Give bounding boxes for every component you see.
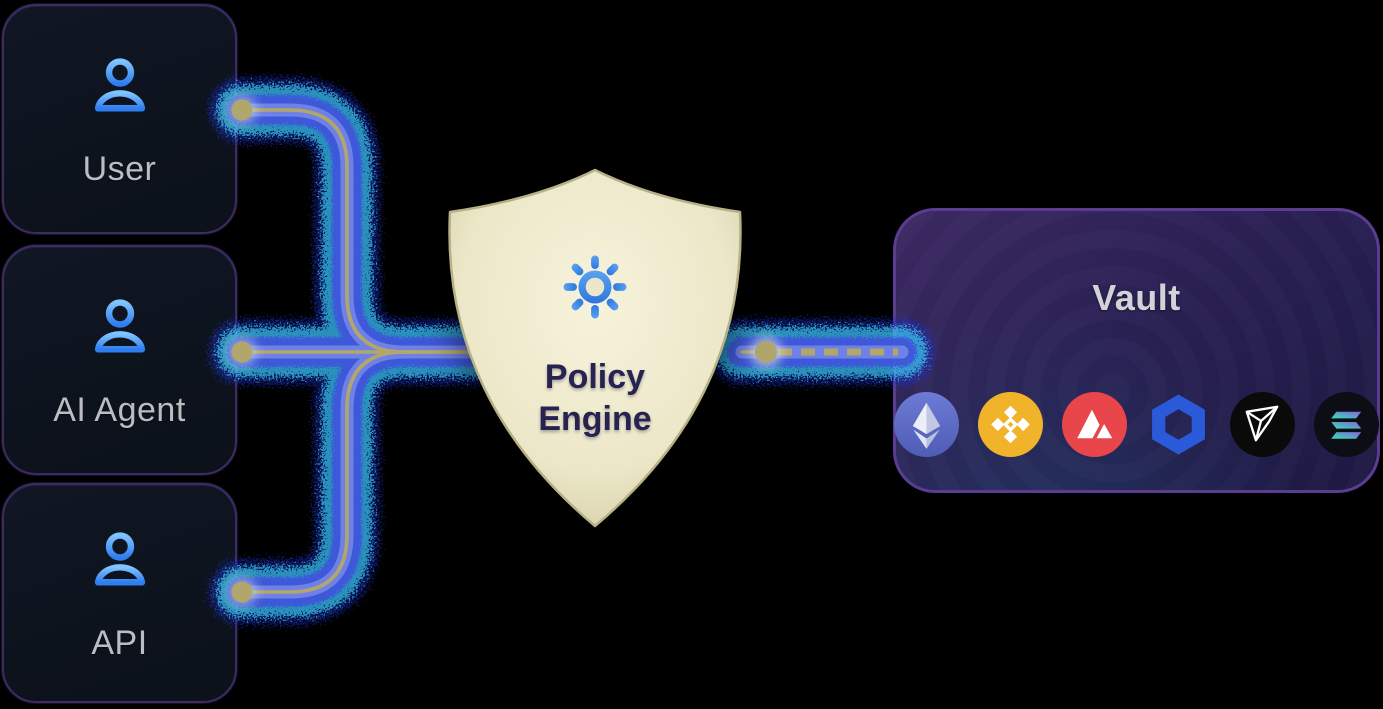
solana-icon [1314, 392, 1379, 457]
source-label-user: User [82, 149, 157, 188]
wire-node-dots [227, 95, 782, 607]
bnb-icon [978, 392, 1043, 457]
source-node-user: User [2, 4, 237, 234]
gear-icon [562, 254, 628, 320]
chainlink-icon [1146, 392, 1211, 457]
person-icon [94, 57, 145, 112]
vault-title: Vault [1092, 277, 1181, 318]
source-label-ai-agent: AI Agent [53, 390, 186, 429]
policy-engine-label: Policy Engine [440, 356, 750, 440]
tron-icon [1230, 392, 1295, 457]
vault-panel: Vault [893, 208, 1380, 493]
person-icon [94, 298, 145, 353]
policy-engine-label-line2: Engine [538, 400, 652, 438]
source-label-api: API [91, 623, 148, 662]
ethereum-icon [894, 392, 959, 457]
avalanche-icon [1062, 392, 1127, 457]
policy-engine-node: Policy Engine [440, 166, 750, 534]
policy-engine-label-line1: Policy [544, 358, 646, 396]
vault-assets-row [894, 392, 1379, 457]
source-node-ai-agent: AI Agent [2, 245, 237, 475]
person-icon [94, 531, 145, 586]
shield-icon [448, 168, 742, 528]
